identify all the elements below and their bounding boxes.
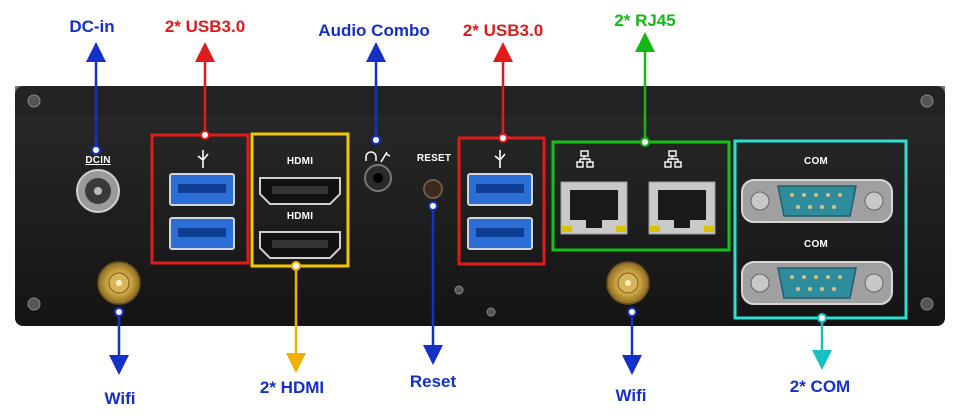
hdmi-top-marking: HDMI bbox=[286, 156, 314, 167]
usb-icon bbox=[197, 150, 506, 168]
com-label: 2* COM bbox=[789, 377, 851, 396]
com-top-marking: COM bbox=[804, 156, 828, 167]
wifi-connector-right bbox=[606, 261, 650, 305]
chassis-screws bbox=[27, 94, 934, 317]
usb-right-label: 2* USB3.0 bbox=[462, 21, 544, 40]
wifi-right-label: Wifi bbox=[615, 386, 647, 405]
rj45-label: 2* RJ45 bbox=[614, 11, 676, 30]
audio-combo-icon bbox=[365, 151, 391, 163]
dc-in-jack bbox=[76, 169, 120, 213]
wifi-connector-left bbox=[97, 261, 141, 305]
lan-icon bbox=[576, 150, 682, 168]
hdmi-bottom-marking: HDMI bbox=[286, 211, 314, 222]
usb-ports-right bbox=[467, 173, 533, 250]
hdmi-ports bbox=[259, 177, 341, 259]
audio-combo-label: Audio Combo bbox=[318, 21, 430, 40]
dcin-marking: DCIN bbox=[85, 155, 111, 166]
rj45-ports bbox=[560, 181, 716, 235]
audio-combo-jack bbox=[364, 164, 392, 192]
com-bottom-marking: COM bbox=[804, 239, 828, 250]
reset-marking: RESET bbox=[416, 153, 452, 164]
hdmi-label-text: 2* HDMI bbox=[259, 378, 325, 397]
wifi-left-label: Wifi bbox=[104, 389, 136, 408]
com-ports bbox=[741, 179, 893, 305]
hdmi-label: 2* HDMI bbox=[260, 378, 324, 398]
reset-label: Reset bbox=[409, 372, 457, 391]
usb-ports-left bbox=[169, 173, 235, 250]
usb-left-label: 2* USB3.0 bbox=[164, 17, 246, 36]
dc-in-label: DC-in bbox=[69, 17, 115, 36]
reset-button-hole bbox=[423, 179, 443, 199]
